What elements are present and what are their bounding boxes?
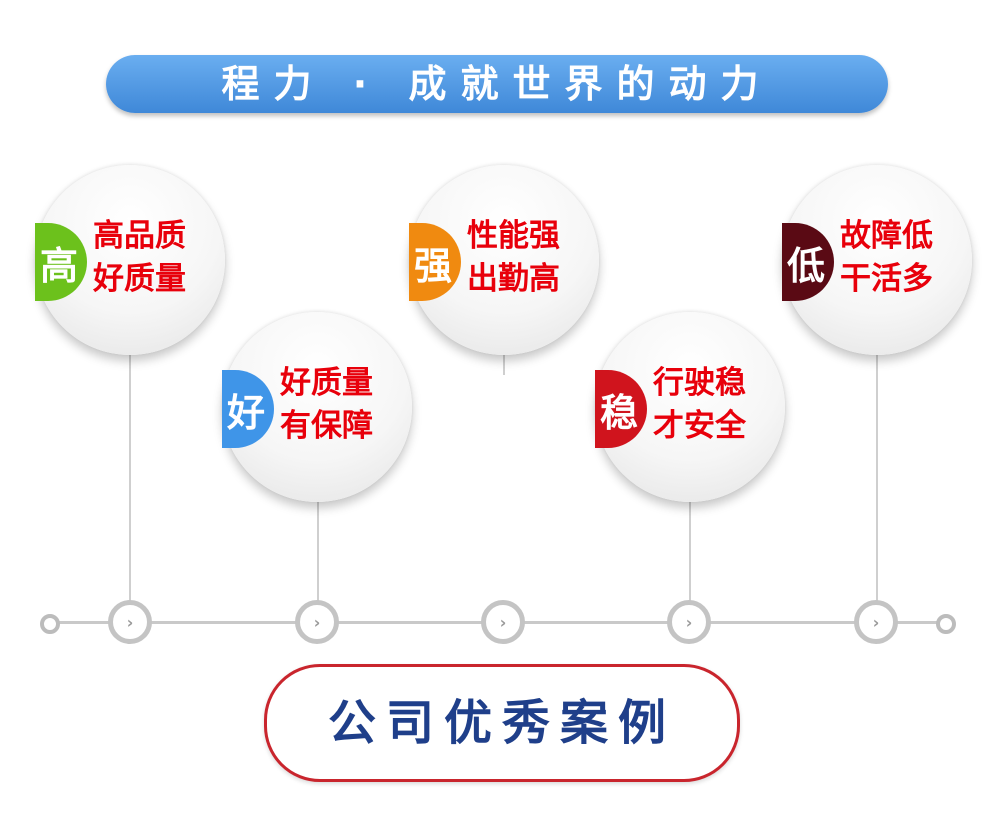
feature-line-1: 故障低 (840, 218, 933, 254)
feature-circle-stable: 稳 行驶稳 才安全 (595, 312, 785, 502)
badge-stable: 稳 (595, 370, 647, 448)
feature-circle-high: 高 高品质 好质量 (35, 165, 225, 355)
badge-strong: 强 (409, 223, 461, 301)
connector-line-3 (503, 355, 505, 375)
feature-line-2: 好质量 (93, 261, 186, 297)
feature-text-stable: 行驶稳 才安全 (653, 362, 746, 448)
feature-text-good: 好质量 有保障 (280, 362, 373, 448)
timeline-end-dot (936, 614, 956, 634)
banner-title: 程力 · 成就世界的动力 (106, 55, 888, 113)
chevron-right-icon: › (313, 612, 321, 632)
timeline-node-5[interactable]: › (854, 600, 898, 644)
badge-high: 高 (35, 223, 87, 301)
feature-text-low: 故障低 干活多 (840, 215, 933, 301)
connector-line-2 (317, 500, 319, 617)
feature-line-2: 出勤高 (467, 261, 560, 297)
cases-button[interactable]: 公司优秀案例 (264, 664, 740, 782)
feature-line-2: 干活多 (840, 261, 933, 297)
timeline-node-3[interactable]: › (481, 600, 525, 644)
chevron-right-icon: › (499, 612, 507, 632)
timeline-node-2[interactable]: › (295, 600, 339, 644)
connector-line-5 (876, 355, 878, 617)
feature-text-high: 高品质 好质量 (93, 215, 186, 301)
chevron-right-icon: › (872, 612, 880, 632)
feature-line-1: 性能强 (467, 218, 560, 254)
feature-circle-strong: 强 性能强 出勤高 (409, 165, 599, 355)
timeline-start-dot (40, 614, 60, 634)
timeline-node-1[interactable]: › (108, 600, 152, 644)
feature-text-strong: 性能强 出勤高 (467, 215, 560, 301)
feature-line-2: 才安全 (653, 408, 746, 444)
feature-line-1: 高品质 (93, 218, 186, 254)
badge-low: 低 (782, 223, 834, 301)
feature-circle-good: 好 好质量 有保障 (222, 312, 412, 502)
chevron-right-icon: › (685, 612, 693, 632)
feature-circle-low: 低 故障低 干活多 (782, 165, 972, 355)
chevron-right-icon: › (126, 612, 134, 632)
timeline-node-4[interactable]: › (667, 600, 711, 644)
connector-line-1 (129, 355, 131, 617)
feature-line-2: 有保障 (280, 408, 373, 444)
connector-line-4 (689, 500, 691, 617)
feature-line-1: 好质量 (280, 365, 373, 401)
badge-good: 好 (222, 370, 274, 448)
feature-line-1: 行驶稳 (653, 365, 746, 401)
